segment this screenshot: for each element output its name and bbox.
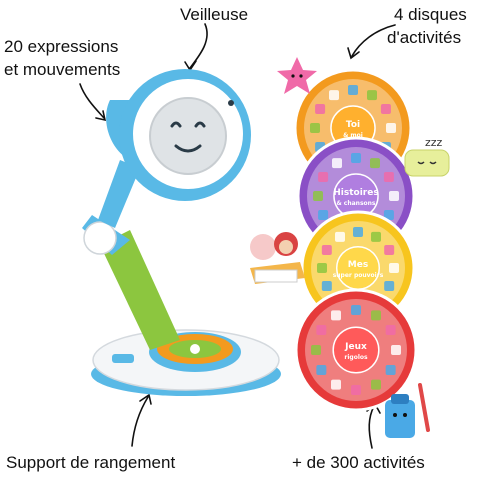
nightlight-callout: Veilleuse xyxy=(180,5,249,24)
arrow-expressions xyxy=(79,83,105,119)
lamp-base xyxy=(91,329,281,396)
disc-subtitle-1: & moi xyxy=(343,132,363,139)
face-smile xyxy=(174,144,202,153)
lamp-head xyxy=(106,69,251,201)
sleeping-pillow-icon: zzz xyxy=(404,136,450,177)
arrowhead-storage xyxy=(139,393,152,405)
arrowhead-expressions xyxy=(95,110,107,122)
toothbrush-character-icon xyxy=(385,383,430,438)
base-button xyxy=(112,354,134,363)
arrow-nightlight xyxy=(189,23,208,69)
disc-subtitle-3: super pouvoirs xyxy=(333,272,384,279)
activities-callout: + de 300 activités xyxy=(292,453,425,472)
arrowhead-nightlight xyxy=(184,60,197,72)
callout-arrows xyxy=(79,23,396,449)
arrow-storage xyxy=(131,396,149,447)
lamp-face xyxy=(149,97,227,175)
disc-subtitle-2: & chansons xyxy=(336,200,375,207)
discs-callout-line2: d'activités xyxy=(387,28,462,47)
arrowhead-discs xyxy=(347,47,360,60)
activity-disc-4: Jeux rigolos xyxy=(294,288,418,412)
svg-text:zzz: zzz xyxy=(425,136,443,149)
face-eye-right xyxy=(194,121,206,128)
discs-callout-line1: 4 disques xyxy=(394,5,467,24)
lamp-arm xyxy=(82,160,180,350)
disc-title-3: Mes xyxy=(348,260,368,270)
face-eye-left xyxy=(170,121,182,128)
disc-title-2: Histoires xyxy=(333,188,378,198)
disc-title-1: Toi xyxy=(346,120,360,130)
fairytale-characters-icon xyxy=(250,232,305,284)
disc-subtitle-4: rigolos xyxy=(344,354,368,361)
star-character-icon xyxy=(277,57,317,94)
arm-joint-knob xyxy=(83,221,117,255)
expressions-callout-line1: 20 expressions xyxy=(4,37,119,56)
disc-title-4: Jeux xyxy=(344,342,367,352)
arrow-discs xyxy=(351,24,396,57)
storage-callout: Support de rangement xyxy=(6,453,176,472)
arrow-activities xyxy=(368,405,375,449)
expressions-callout-line2: et mouvements xyxy=(4,60,121,79)
